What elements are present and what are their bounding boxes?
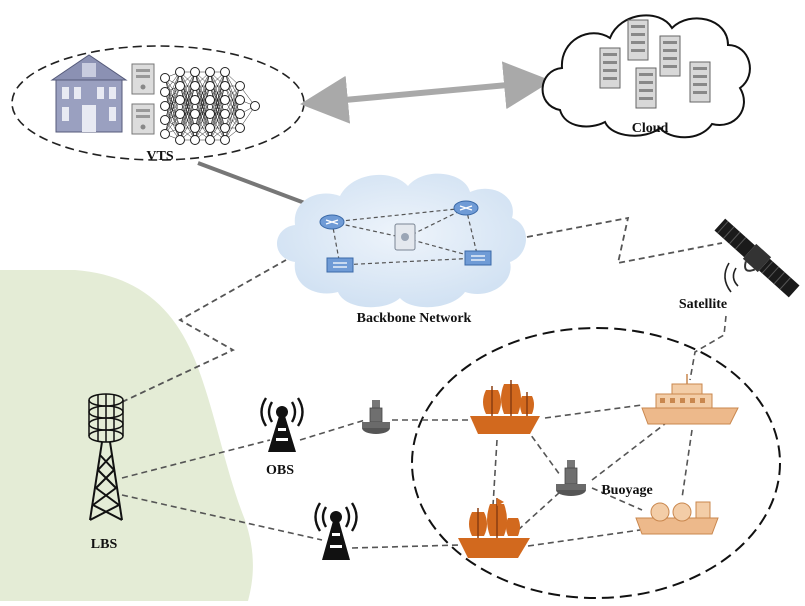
server-icon (394, 223, 416, 251)
buoy-icon (362, 400, 390, 434)
cloud-label: Cloud (632, 121, 669, 136)
obs-label: OBS (266, 463, 294, 478)
backbone-label: Backbone Network (357, 311, 472, 326)
ship-icon (458, 498, 530, 558)
antenna-icon (260, 397, 304, 452)
router-icon (453, 200, 479, 216)
sea-region (411, 327, 781, 599)
server-icon (131, 63, 155, 95)
land-area (0, 270, 253, 601)
lbs-backbone-link (121, 259, 287, 403)
router-icon (319, 214, 345, 230)
antenna-icon (314, 502, 358, 560)
vts-backbone-link (197, 161, 319, 210)
vts-label: VTS (146, 149, 173, 164)
ship-icon (635, 501, 719, 535)
lbs-label: LBS (91, 537, 118, 552)
satellite-label: Satellite (679, 297, 727, 312)
tower-icon (88, 393, 124, 521)
vts-cloud-link (300, 61, 552, 124)
satellite-icon (714, 218, 800, 298)
server-icon (131, 103, 155, 135)
switch-icon (464, 250, 492, 266)
buoyage-label: Buoyage (601, 483, 652, 498)
switch-icon (326, 257, 354, 273)
backbone-satellite-link (526, 216, 723, 265)
server-icon (599, 19, 711, 109)
ship-icon (641, 374, 739, 425)
buoy-icon (556, 460, 586, 496)
ship-icon (470, 380, 540, 434)
satellite-ship-link (689, 315, 727, 381)
communication-links (121, 404, 693, 549)
building-icon (50, 54, 128, 133)
neural-network-icon (160, 67, 260, 145)
satellite-signal (724, 262, 739, 293)
